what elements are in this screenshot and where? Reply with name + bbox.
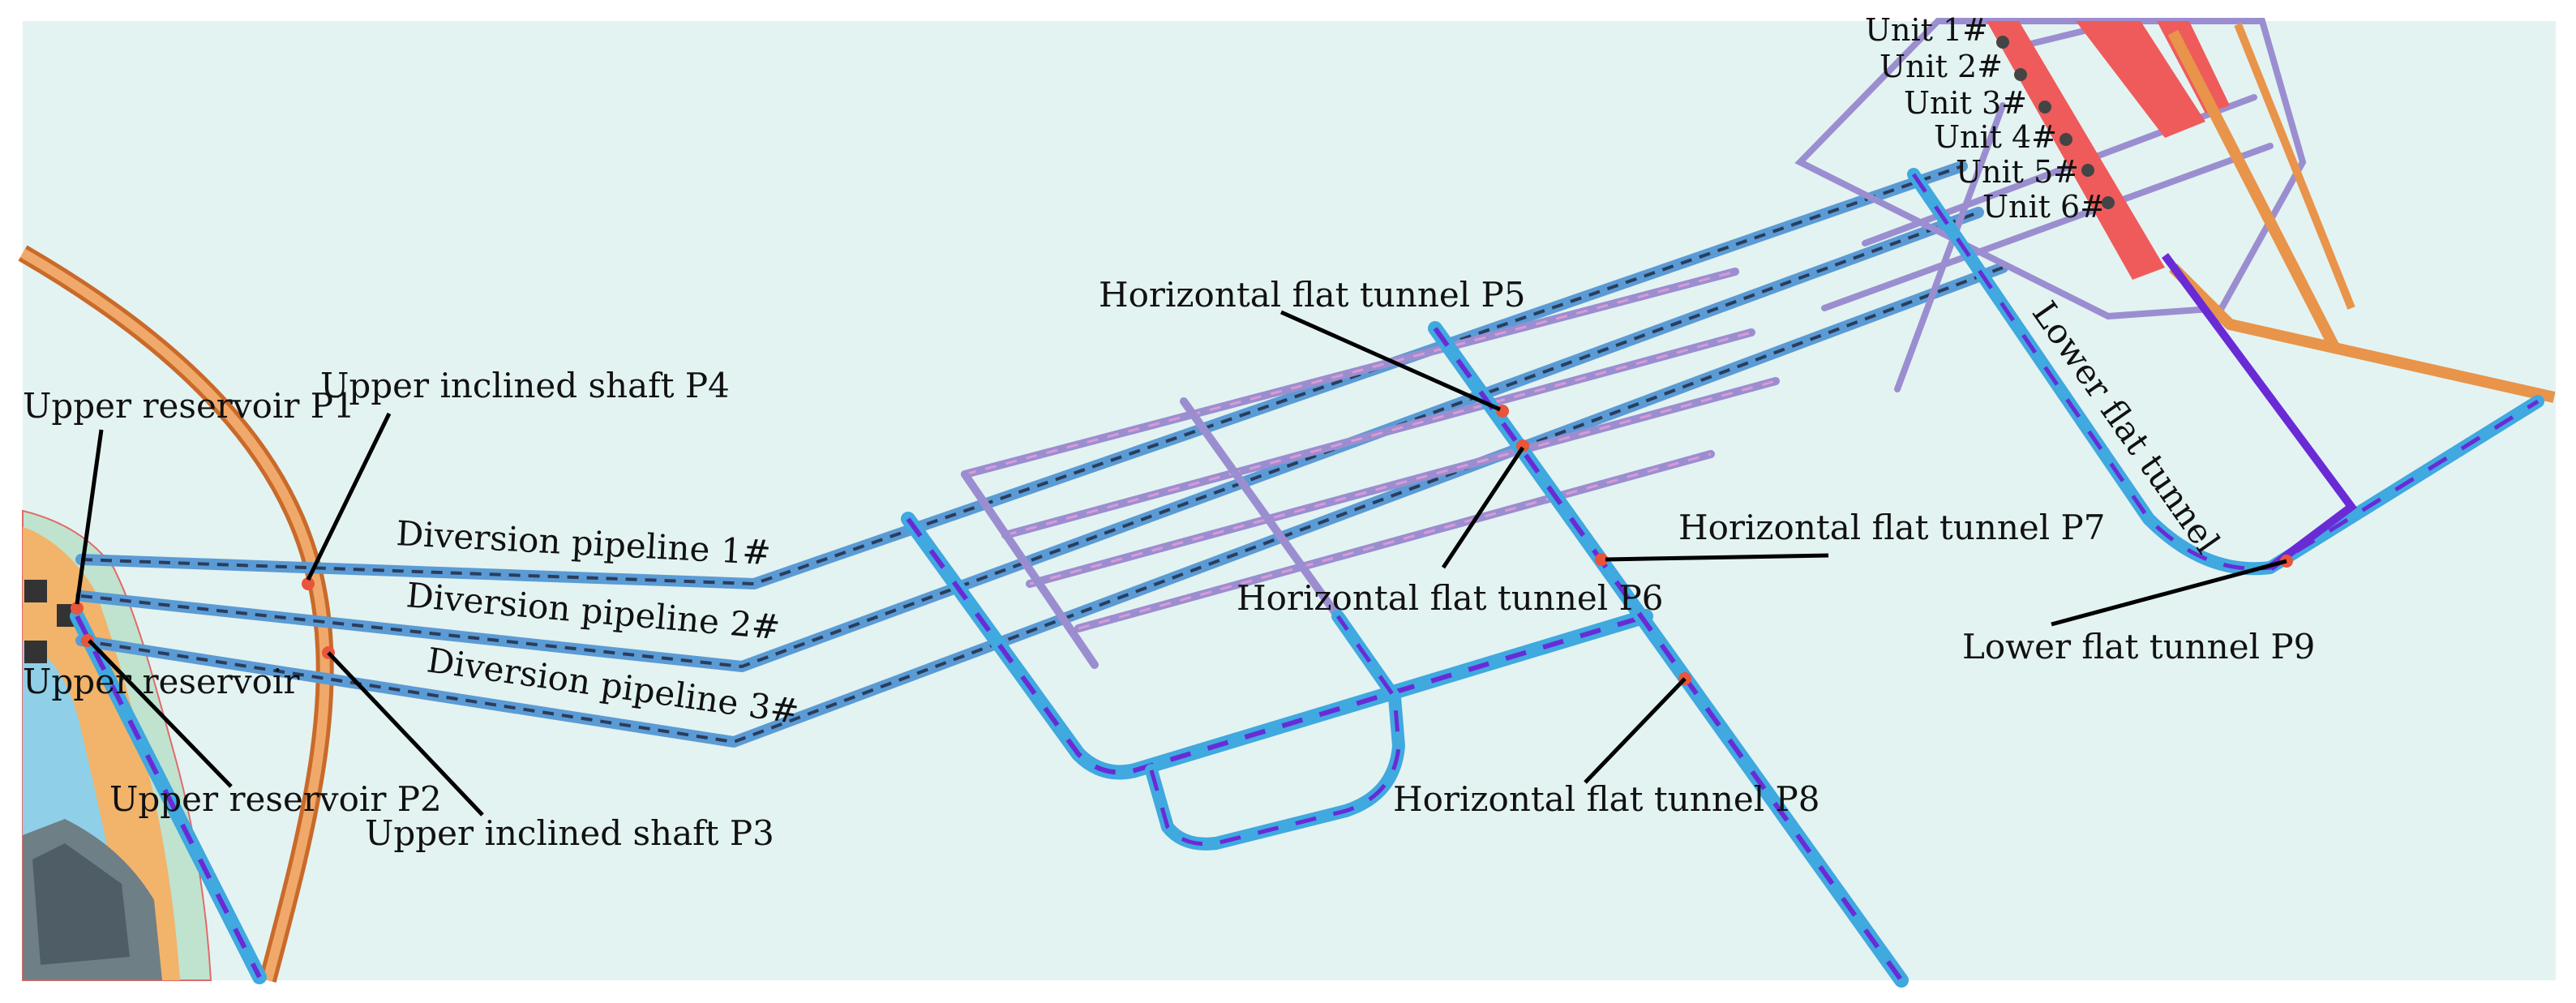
construction-access-loop <box>901 512 1653 851</box>
powerhouse-cavern <box>1987 21 2165 280</box>
construction-adits-middle <box>961 268 1780 677</box>
unit-3-marker <box>2038 101 2051 114</box>
unit-2-marker <box>2014 68 2027 81</box>
upper-reservoir-terrain <box>22 509 212 981</box>
unit-6-marker <box>2102 196 2115 209</box>
leader-lines <box>75 310 2287 817</box>
label-lower-flat-tunnel-p9: Lower flat tunnel P9 <box>1962 627 2315 667</box>
label-upper-reservoir-p1: Upper reservoir P1 <box>23 386 355 426</box>
label-horizontal-flat-tunnel-p7: Horizontal flat tunnel P7 <box>1678 508 2106 547</box>
label-unit-5: Unit 5# <box>1956 154 2079 190</box>
label-upper-inclined-shaft-p3: Upper inclined shaft P3 <box>365 813 774 853</box>
label-unit-6: Unit 6# <box>1982 189 2106 225</box>
transformer-cavern <box>2076 21 2205 138</box>
label-unit-1: Unit 1# <box>1865 12 1988 48</box>
label-upper-reservoir: Upper reservoir <box>23 662 300 701</box>
label-horizontal-flat-tunnel-p5: Horizontal flat tunnel P5 <box>1099 275 1526 315</box>
unit-1-marker <box>1996 36 2009 49</box>
intake-structure <box>24 580 47 602</box>
label-horizontal-flat-tunnel-p6: Horizontal flat tunnel P6 <box>1237 578 1664 618</box>
label-unit-2: Unit 2# <box>1879 49 2003 84</box>
label-upper-inclined-shaft-p4: Upper inclined shaft P4 <box>320 366 730 405</box>
intake-structure <box>24 641 47 663</box>
unit-4-marker <box>2060 133 2072 146</box>
label-unit-4: Unit 4# <box>1934 119 2057 155</box>
diversion-pipelines <box>75 161 2008 748</box>
point-p1-marker <box>71 602 84 615</box>
unit-5-marker <box>2081 164 2094 177</box>
label-horizontal-flat-tunnel-p8: Horizontal flat tunnel P8 <box>1393 779 1820 819</box>
label-upper-reservoir-p2: Upper reservoir P2 <box>109 779 442 819</box>
label-unit-3: Unit 3# <box>1904 85 2027 121</box>
unit-markers <box>1996 36 2115 209</box>
point-p4-marker <box>302 577 315 590</box>
point-p7-marker <box>1595 553 1608 566</box>
